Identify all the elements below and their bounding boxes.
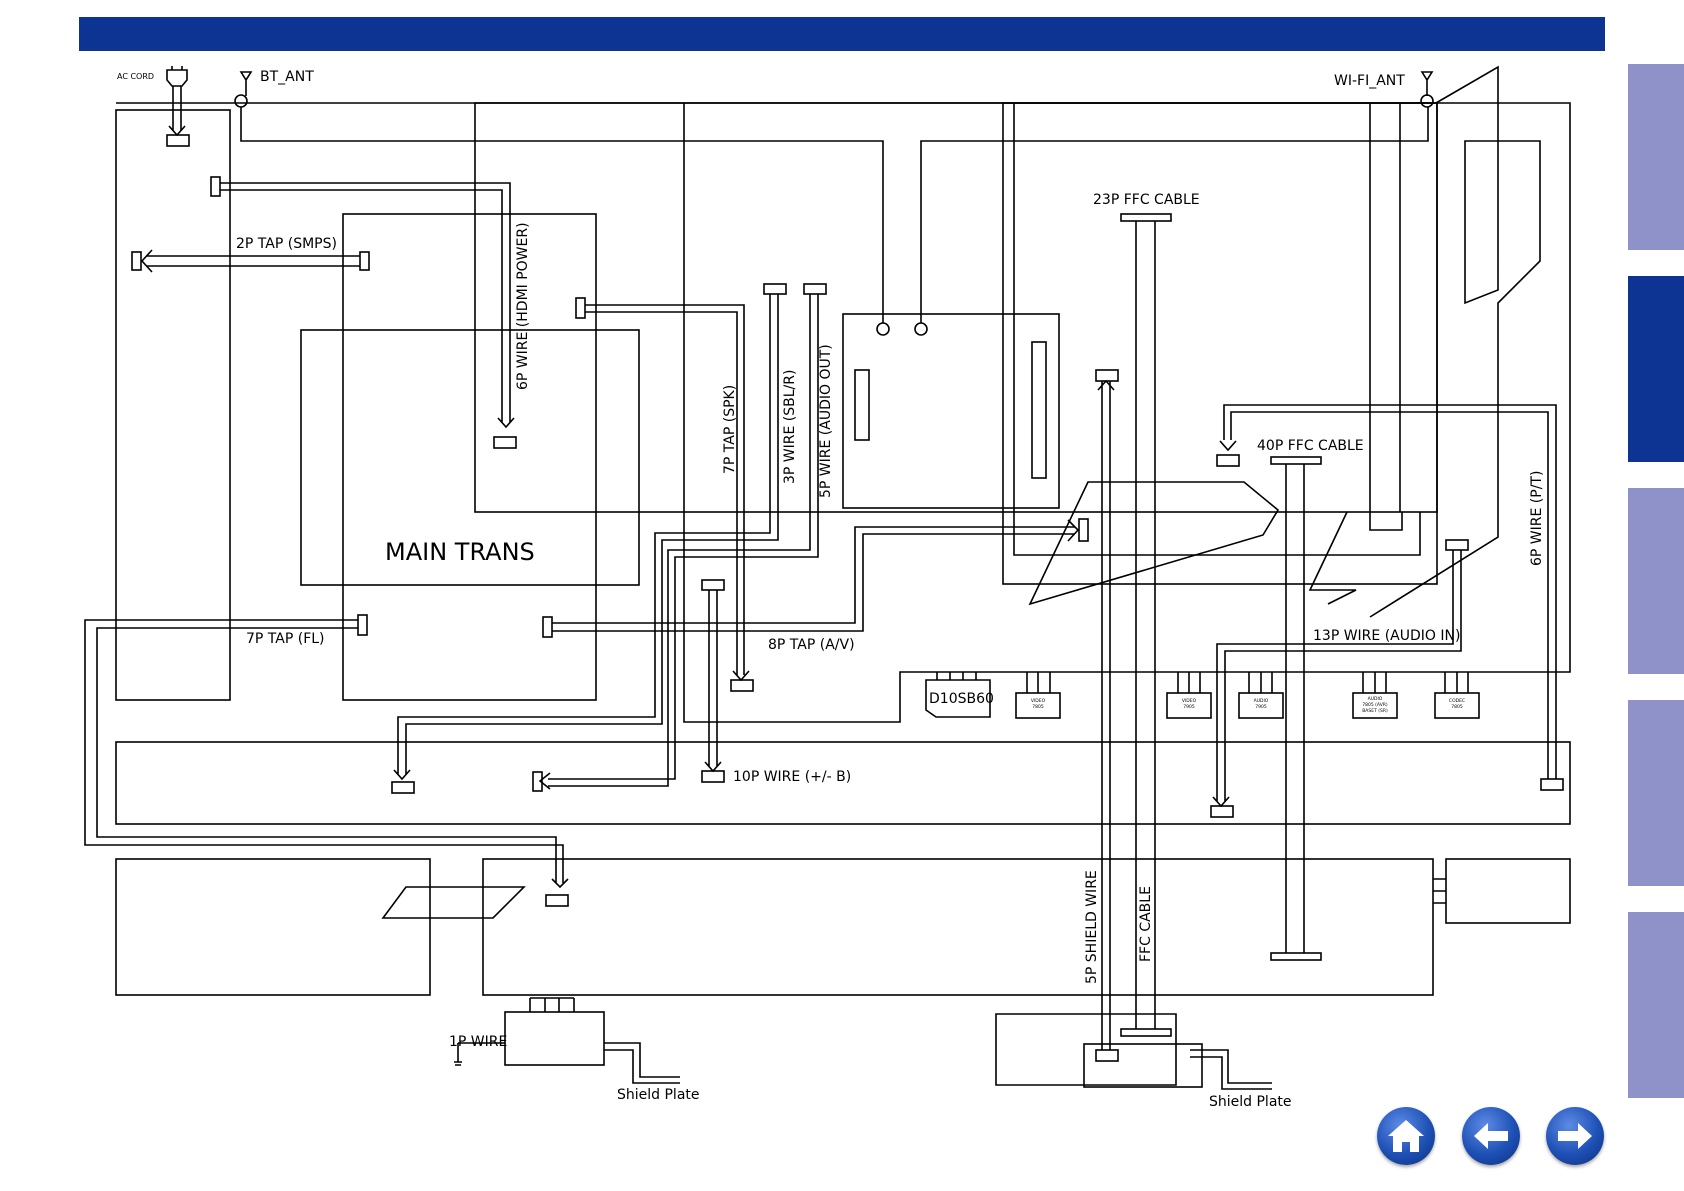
ic-audio-2-line2: 7805 (AVR) [1362, 702, 1388, 708]
label-ffc-cable: FFC CABLE [1138, 886, 1154, 962]
ffc-plate-b [1308, 511, 1357, 605]
label-40p-ffc: 40P FFC CABLE [1257, 438, 1364, 454]
shield-block-1 [504, 1011, 605, 1066]
label-d10sb60: D10SB60 [929, 691, 994, 707]
shield-block-2 [995, 1013, 1177, 1086]
label-5p-audio-out: 5P WIRE (AUDIO OUT) [818, 344, 834, 498]
side-board [1445, 858, 1571, 924]
smps-board [115, 109, 231, 701]
forward-button[interactable] [1546, 1107, 1604, 1165]
label-8p-av: 8P TAP (A/V) [768, 637, 855, 653]
arrow-right-icon [1558, 1123, 1592, 1149]
label-23p-ffc: 23P FFC CABLE [1093, 192, 1200, 208]
arrow-left-icon [1474, 1123, 1508, 1149]
ffc-plate-a [1028, 481, 1280, 606]
main-trans [300, 329, 640, 586]
label-1p-wire: 1P WIRE [449, 1034, 507, 1050]
label-wifi-ant: WI-FI_ANT [1334, 73, 1405, 89]
ic-audio-2-line1: AUDIO [1368, 696, 1383, 702]
ic-codec-line1: CODEC [1449, 698, 1465, 704]
rear-bracket [1369, 65, 1541, 618]
right-board-b [1013, 103, 1421, 556]
fl-board [115, 858, 431, 996]
ic-video-2-line1: VIDEO [1182, 698, 1197, 704]
main-board-outline [116, 102, 1571, 723]
ic-video-1-line1: VIDEO [1031, 698, 1046, 704]
label-7p-fl: 7P TAP (FL) [246, 631, 325, 647]
label-shield-plate-1: Shield Plate [617, 1087, 700, 1103]
side-tab-2[interactable] [1628, 276, 1684, 462]
right-board-c [1369, 103, 1403, 531]
label-6p-hdmi-power: 6P WIRE (HDMI POWER) [515, 222, 531, 390]
ic-video-1-line2: 7805 [1032, 704, 1044, 710]
ic-audio-1-line2: 7905 [1255, 704, 1267, 710]
label-shield-plate-2: Shield Plate [1209, 1094, 1292, 1110]
module-port-2 [914, 322, 928, 336]
ic-audio-2-line3: BASET (SR) [1362, 708, 1388, 714]
side-tab-1[interactable] [1628, 64, 1684, 250]
label-6p-pt: 6P WIRE (P/T) [1529, 471, 1545, 566]
back-button[interactable] [1462, 1107, 1520, 1165]
label-main-trans: MAIN TRANS [385, 538, 535, 566]
ic-video-2-line2: 7905 [1183, 704, 1195, 710]
side-tab-4[interactable] [1628, 700, 1684, 886]
front-board [482, 858, 1434, 996]
side-tab-5[interactable] [1628, 912, 1684, 1098]
label-2p-tap: 2P TAP (SMPS) [236, 236, 337, 252]
module-connector-b [1031, 341, 1047, 479]
label-13p-audio-in: 13P WIRE (AUDIO IN) [1313, 628, 1460, 644]
right-board-a [1002, 102, 1438, 585]
module-connector-a [854, 369, 870, 441]
home-button[interactable] [1377, 1107, 1435, 1165]
module-port-1 [876, 322, 890, 336]
home-icon [1388, 1120, 1424, 1152]
hdmi-module [842, 313, 1060, 509]
label-10p-wire: 10P WIRE (+/- B) [733, 769, 851, 785]
side-tab-3[interactable] [1628, 488, 1684, 674]
label-3p-wire: 3P WIRE (SBL/R) [782, 370, 798, 484]
header-bar [79, 17, 1605, 51]
label-bt-ant: BT_ANT [260, 69, 314, 85]
fl-ffc-plate [381, 886, 526, 919]
label-ac-cord: AC CORD [117, 72, 154, 81]
ic-d10sb60 [925, 679, 991, 718]
ic-codec-line2: 7805 [1451, 704, 1463, 710]
label-7p-spk: 7P TAP (SPK) [722, 385, 738, 474]
amp-board [115, 741, 1571, 825]
ic-audio-1-line1: AUDIO [1254, 698, 1269, 704]
shield-box [1083, 1043, 1203, 1088]
label-5p-shield-wire: 5P SHIELD WIRE [1084, 870, 1100, 984]
trans-frame [342, 213, 597, 701]
